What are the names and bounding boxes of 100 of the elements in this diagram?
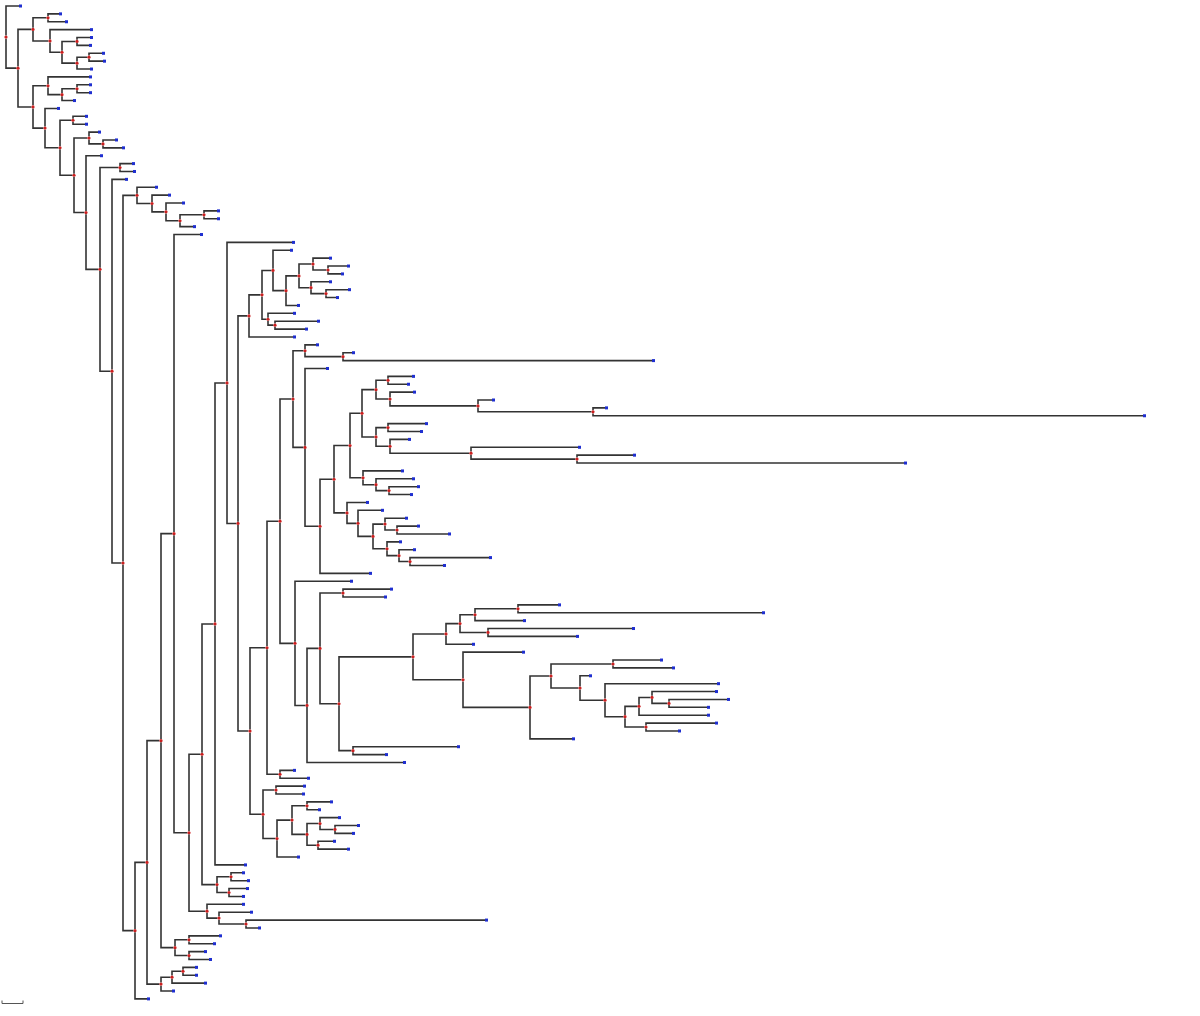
leaf-tip-marker: [147, 997, 150, 1001]
leaf-tip-marker: [336, 296, 339, 300]
leaf-tip-marker: [246, 887, 249, 891]
leaf-tip-marker: [172, 989, 175, 993]
leaf-tip-marker: [59, 12, 62, 16]
branch-node-dot: [305, 703, 309, 708]
leaf-tip-marker: [330, 800, 333, 804]
leaf-tip-marker: [407, 382, 410, 386]
tree-branch: [319, 478, 334, 526]
leaf-tip-marker: [329, 256, 332, 260]
leaf-tip-marker: [405, 516, 408, 520]
tree-branch: [304, 367, 327, 447]
tree-branch: [346, 513, 358, 525]
tree-branch: [261, 295, 268, 321]
tree-branch: [102, 139, 116, 144]
tree-branch: [136, 186, 156, 195]
leaf-tip-marker: [369, 571, 372, 575]
tree-branch: [151, 204, 166, 213]
tree-branch: [375, 379, 388, 389]
tree-branch: [267, 320, 275, 326]
branch-node-dot: [43, 126, 47, 130]
tree-branch: [352, 745, 458, 750]
tree-branch: [306, 806, 319, 811]
tree-branch: [160, 984, 173, 992]
branch-node-dot: [172, 532, 176, 536]
leaf-tip-marker: [195, 965, 198, 969]
tree-branch: [338, 656, 413, 703]
tree-branch: [73, 137, 89, 175]
tree-branch: [32, 30, 50, 42]
branch-node-dot: [476, 404, 480, 408]
leaf-tip-marker: [292, 240, 295, 244]
leaf-tip-marker: [303, 784, 306, 788]
tree-branch: [327, 265, 348, 270]
leaf-tip-marker: [350, 579, 353, 583]
branch-node-dot: [275, 836, 279, 841]
tree-branch: [201, 755, 217, 886]
tree-branch: [5, 5, 20, 37]
leaf-tip-marker: [103, 59, 106, 63]
leaf-tip-marker: [572, 737, 575, 741]
branch-node-dot: [133, 929, 137, 933]
tree-branch: [226, 383, 238, 525]
branch-node-dot: [71, 118, 75, 122]
leaf-tip-marker: [57, 106, 60, 110]
leaf-tip-marker: [366, 500, 369, 504]
tree-branch: [576, 459, 905, 464]
branch-node-dot: [305, 832, 309, 836]
tree-branch: [249, 731, 263, 816]
tree-branch: [445, 634, 473, 646]
leaf-tip-marker: [523, 619, 526, 623]
leaf-tip-marker: [707, 713, 710, 717]
tree-branch: [298, 276, 311, 289]
tree-branch: [49, 41, 62, 54]
tree-branch: [111, 178, 126, 371]
branch-node-dot: [591, 410, 595, 414]
leaf-tip-marker: [717, 682, 720, 686]
tree-branch: [375, 437, 390, 448]
tree-branch: [298, 263, 313, 276]
tree-branch: [651, 690, 716, 697]
leaf-tip-marker: [85, 114, 88, 118]
leaf-tip-marker: [605, 406, 608, 410]
branch-node-dot: [341, 591, 345, 595]
tree-branch: [462, 680, 530, 709]
tree-branch: [349, 446, 363, 479]
tree-branch: [612, 664, 673, 669]
leaf-tip-marker: [90, 36, 93, 39]
leaf-tip-marker: [168, 193, 171, 197]
branch-node-dot: [75, 39, 79, 44]
branch-node-dot: [348, 443, 352, 448]
tree-branch: [576, 454, 634, 459]
tree-branch: [612, 659, 661, 664]
branch-node-dot: [205, 909, 209, 913]
branch-node-dot: [227, 890, 231, 895]
branch-node-dot: [159, 982, 163, 986]
tree-branch: [99, 166, 120, 269]
leaf-tip-marker: [318, 808, 321, 812]
tree-branch: [517, 604, 559, 608]
branch-node-dot: [386, 426, 390, 430]
branch-node-dot: [345, 511, 349, 515]
tree-branch: [160, 976, 172, 984]
leaf-tip-marker: [290, 248, 293, 252]
leaf-tip-marker: [90, 28, 93, 32]
leaf-tip-marker: [317, 319, 320, 323]
branch-node-dot: [187, 831, 191, 835]
tree-branch: [384, 517, 406, 524]
leaf-tip-marker: [390, 587, 393, 591]
leaf-tip-marker: [193, 225, 196, 229]
tree-branch: [146, 739, 161, 862]
leaf-tip-marker: [633, 453, 636, 457]
branch-node-dot: [247, 314, 251, 318]
leaf-tip-marker: [242, 871, 245, 875]
tree-branch: [267, 312, 294, 319]
tree-branch: [85, 213, 100, 271]
tree-branch: [357, 524, 373, 538]
tree-branch: [389, 438, 409, 446]
tree-branch: [349, 412, 362, 445]
leaf-tip-marker: [316, 343, 319, 347]
leaf-tip-marker: [420, 430, 423, 433]
tree-branch: [174, 948, 189, 957]
branch-node-dot: [274, 788, 278, 792]
branch-node-dot: [202, 213, 206, 217]
